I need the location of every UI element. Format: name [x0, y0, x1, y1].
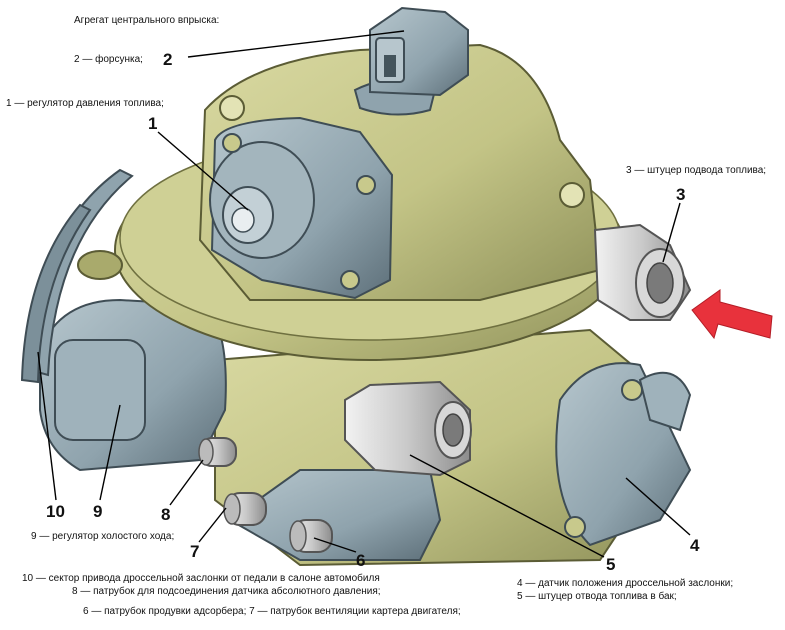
pressure-regulator [209, 116, 394, 300]
throttle-position-sensor [555, 362, 692, 547]
pipe-8 [198, 437, 237, 467]
callout-number-7: 7 [190, 542, 200, 561]
callout-number-10: 10 [46, 502, 65, 521]
callout-number-1: 1 [148, 114, 158, 133]
arrow-left-icon [691, 289, 773, 340]
throttle-sector [20, 168, 134, 384]
caption-1: 1 — регулятор давления топлива; [6, 98, 164, 109]
caption-5: 5 — штуцер отвода топлива в бак; [517, 591, 677, 602]
caption-4: 4 — датчик положения дроссельной заслонк… [517, 578, 734, 589]
callout-number-2: 2 [163, 50, 173, 69]
caption-2: 2 — форсунка; [74, 54, 143, 65]
callout-number-6: 6 [356, 551, 366, 570]
pipe-6 [289, 519, 333, 553]
caption-3: 3 — штуцер подвода топлива; [626, 165, 767, 176]
callout-number-4: 4 [690, 536, 700, 555]
caption-9: 9 — регулятор холостого хода; [31, 531, 175, 542]
caption-10: 10 — сектор привода дроссельной заслонки… [22, 573, 380, 584]
fuel-injector [353, 6, 469, 116]
diagram-title: Агрегат центрального впрыска: [74, 15, 220, 26]
nozzle-pipes [198, 437, 333, 553]
caption-8: 8 — патрубок для подсоединения датчика а… [72, 586, 381, 597]
fuel-outlet-fitting [344, 380, 472, 477]
caption-6-7: 6 — патрубок продувки адсорбера; 7 — пат… [83, 606, 461, 617]
idle-regulator [39, 298, 227, 472]
callout-number-8: 8 [161, 505, 171, 524]
callout-number-3: 3 [676, 185, 686, 204]
leader-lines [37, 30, 691, 558]
fuel-inlet-fitting [593, 223, 692, 321]
pipe-7 [223, 492, 267, 526]
callout-number-5: 5 [606, 555, 616, 574]
callout-number-9: 9 [93, 502, 103, 521]
